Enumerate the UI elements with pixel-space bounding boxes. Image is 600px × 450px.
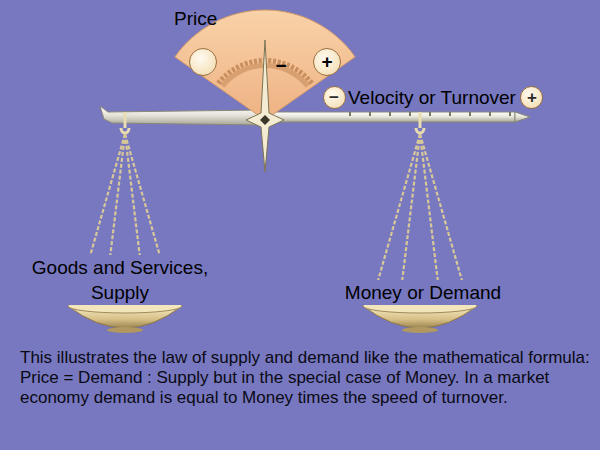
beam-tip: [515, 112, 530, 122]
supply-label: Goods and Services, Supply: [15, 255, 225, 305]
price-plus-button: +: [313, 48, 341, 76]
velocity-plus-button: +: [520, 86, 543, 109]
sign-symbol: +: [527, 89, 537, 106]
sign-symbol: +: [321, 51, 332, 73]
velocity-label: Velocity or Turnover: [348, 85, 516, 110]
velocity-minus-button: −: [323, 86, 346, 109]
pivot: [260, 115, 270, 125]
sign-symbol: −: [329, 89, 339, 106]
sign-symbol: −: [275, 55, 286, 77]
dial-title: Price: [174, 8, 217, 30]
beam-notches: [350, 112, 510, 116]
caption: This illustrates the law of supply and d…: [20, 348, 596, 408]
beam-right-arm: [262, 112, 515, 122]
price-minus-button: −: [189, 48, 217, 76]
demand-label: Money or Demand: [333, 280, 513, 305]
